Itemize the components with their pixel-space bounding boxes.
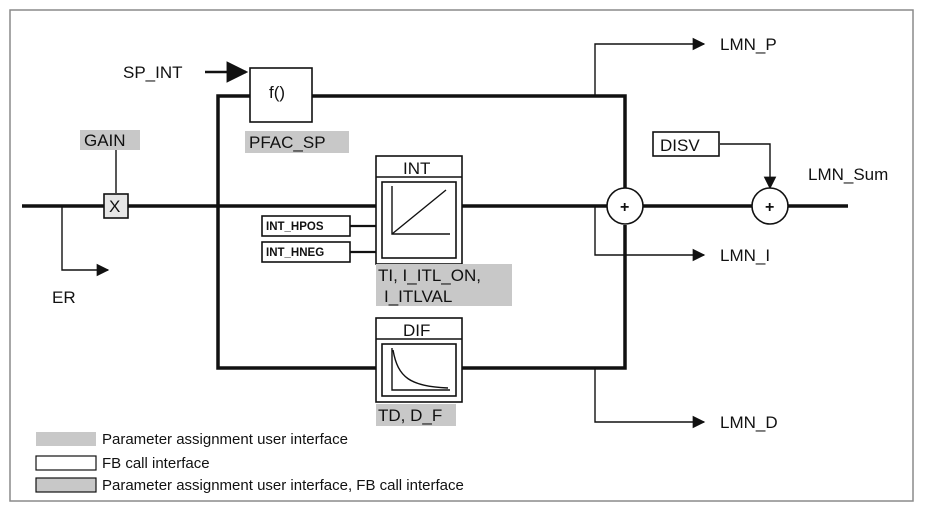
integrator-axes bbox=[391, 186, 450, 235]
summing-junction-2-symbol: + bbox=[765, 199, 774, 216]
lmn-d-line bbox=[594, 368, 706, 429]
int-hneg-label: INT_HNEG bbox=[266, 247, 324, 259]
pfac-sp-label-bg bbox=[245, 131, 349, 153]
summing-junction-2 bbox=[751, 187, 789, 225]
lmn-d-label: LMN_D bbox=[720, 413, 778, 432]
integrator-graph-area bbox=[381, 181, 457, 259]
legend-swatch-both bbox=[35, 477, 97, 493]
integrator-ramp-curve bbox=[391, 189, 447, 235]
gain-label-bg bbox=[80, 130, 140, 150]
gain-label: GAIN bbox=[84, 131, 126, 150]
legend-text-both: Parameter assignment user interface, FB … bbox=[102, 477, 464, 494]
legend-swatch-param bbox=[36, 432, 96, 446]
legend-text-fbcall: FB call interface bbox=[102, 455, 210, 472]
disv-connector bbox=[720, 143, 777, 190]
summing-junction-1-symbol: + bbox=[620, 199, 629, 216]
lmn-p-label: LMN_P bbox=[720, 35, 777, 54]
derivative-decay-curve bbox=[392, 349, 449, 389]
legend-text-param: Parameter assignment user interface bbox=[102, 431, 348, 448]
legend: Parameter assignment user interface FB c… bbox=[35, 431, 464, 494]
lmn-i-label: LMN_I bbox=[720, 246, 770, 265]
lmn-i-line bbox=[594, 206, 706, 262]
pfac-sp-label: PFAC_SP bbox=[249, 133, 326, 152]
summing-junction-1 bbox=[606, 187, 644, 225]
disv-box bbox=[652, 131, 720, 157]
int-hpos-label: INT_HPOS bbox=[266, 221, 324, 233]
integrator-title: INT bbox=[403, 159, 430, 178]
p-branch-line bbox=[216, 94, 627, 206]
derivative-params-bg bbox=[376, 404, 456, 426]
sp-int-label: SP_INT bbox=[123, 63, 183, 82]
lmn-p-line bbox=[594, 37, 706, 96]
legend-swatch-fbcall bbox=[35, 455, 97, 471]
disv-label: DISV bbox=[660, 136, 700, 155]
int-hpos-box bbox=[261, 215, 351, 237]
lmn-sum-label: LMN_Sum bbox=[808, 165, 888, 184]
integrator-params-bg bbox=[376, 264, 512, 306]
er-label: ER bbox=[52, 288, 76, 307]
integrator-params-line2: I_ITLVAL bbox=[384, 287, 452, 306]
multiplier-box bbox=[103, 193, 129, 219]
derivative-params: TD, D_F bbox=[378, 406, 442, 425]
d-branch-line bbox=[216, 206, 627, 370]
derivative-title: DIF bbox=[403, 321, 430, 340]
derivative-axes bbox=[391, 348, 450, 391]
function-label: f() bbox=[269, 83, 285, 102]
er-branch-line bbox=[61, 206, 110, 277]
int-hneg-box bbox=[261, 241, 351, 263]
function-box bbox=[249, 67, 313, 123]
integrator-params-line1: TI, I_ITL_ON, bbox=[378, 266, 481, 285]
multiplier-symbol: X bbox=[109, 197, 120, 216]
